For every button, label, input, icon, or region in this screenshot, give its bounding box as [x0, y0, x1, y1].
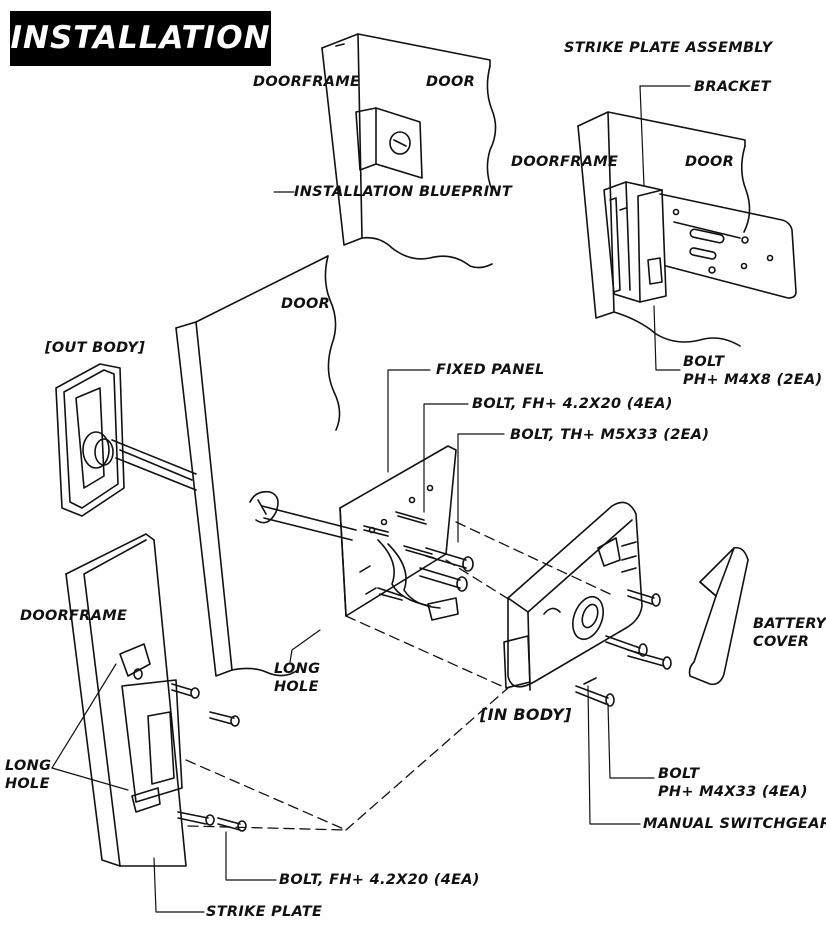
blueprint-doorframe-door	[321, 33, 497, 269]
page-title: INSTALLATION	[10, 20, 271, 56]
label-bolt-fh-top: BOLT, FH+ 4.2X20 (4EA)	[472, 396, 673, 412]
label-doorframe-right: DOORFRAME	[511, 154, 619, 170]
in-body	[503, 501, 643, 691]
battery-cover	[688, 546, 749, 686]
strike-assembly-bracket	[603, 181, 667, 303]
label-strike-plate: STRIKE PLATE	[206, 904, 323, 920]
label-long-hole-left-line1: LONG	[5, 758, 52, 774]
strike-assembly-plate	[659, 193, 797, 299]
fixed-panel-bolts	[363, 511, 474, 601]
left-doorframe	[65, 533, 187, 867]
label-bolt-ph-m4x8-line2: PH+ M4X8 (2EA)	[683, 372, 823, 388]
label-bracket: BRACKET	[694, 79, 771, 95]
label-battery-cover-line2: COVER	[753, 634, 810, 650]
label-in-body: [IN BODY]	[480, 705, 572, 724]
label-out-body: [OUT BODY]	[45, 340, 146, 356]
label-doorframe-left: DOORFRAME	[20, 608, 128, 624]
strike-plate	[119, 643, 183, 813]
strike-assembly-doorframe-door	[577, 111, 751, 347]
label-doorframe-top: DOORFRAME	[253, 74, 361, 90]
label-long-hole-left-line2: HOLE	[5, 776, 50, 792]
label-door-top: DOOR	[426, 74, 476, 90]
strike-plate-bolts	[171, 683, 247, 832]
label-fixed-panel: FIXED PANEL	[436, 362, 545, 378]
label-bolt-th: BOLT, TH+ M5X33 (2EA)	[510, 427, 710, 443]
label-bolt-ph-m4x33-line1: BOLT	[658, 766, 700, 782]
label-installation-blueprint: INSTALLATION BLUEPRINT	[294, 184, 513, 200]
main-door-slab	[175, 255, 341, 677]
label-bolt-ph-m4x8-line1: BOLT	[683, 354, 725, 370]
label-manual-switchgear: MANUAL SWITCHGEAR	[643, 816, 826, 832]
fixed-panel	[339, 445, 459, 621]
in-body-bolts	[575, 589, 672, 707]
label-door-main: DOOR	[281, 296, 331, 312]
alignment-lines	[185, 521, 611, 831]
out-body	[55, 363, 197, 517]
blueprint-bracket	[355, 107, 423, 179]
label-bolt-fh-bottom: BOLT, FH+ 4.2X20 (4EA)	[279, 872, 480, 888]
label-long-hole-center-line1: LONG	[274, 661, 321, 677]
label-long-hole-center-line2: HOLE	[274, 679, 319, 695]
label-battery-cover-line1: BATTERY	[753, 616, 826, 632]
label-bolt-ph-m4x33-line2: PH+ M4X33 (4EA)	[658, 784, 808, 800]
title-banner: INSTALLATION	[10, 11, 271, 66]
label-door-right: DOOR	[685, 154, 735, 170]
leader-lines	[51, 85, 691, 913]
label-strike-plate-assembly: STRIKE PLATE ASSEMBLY	[564, 40, 773, 56]
